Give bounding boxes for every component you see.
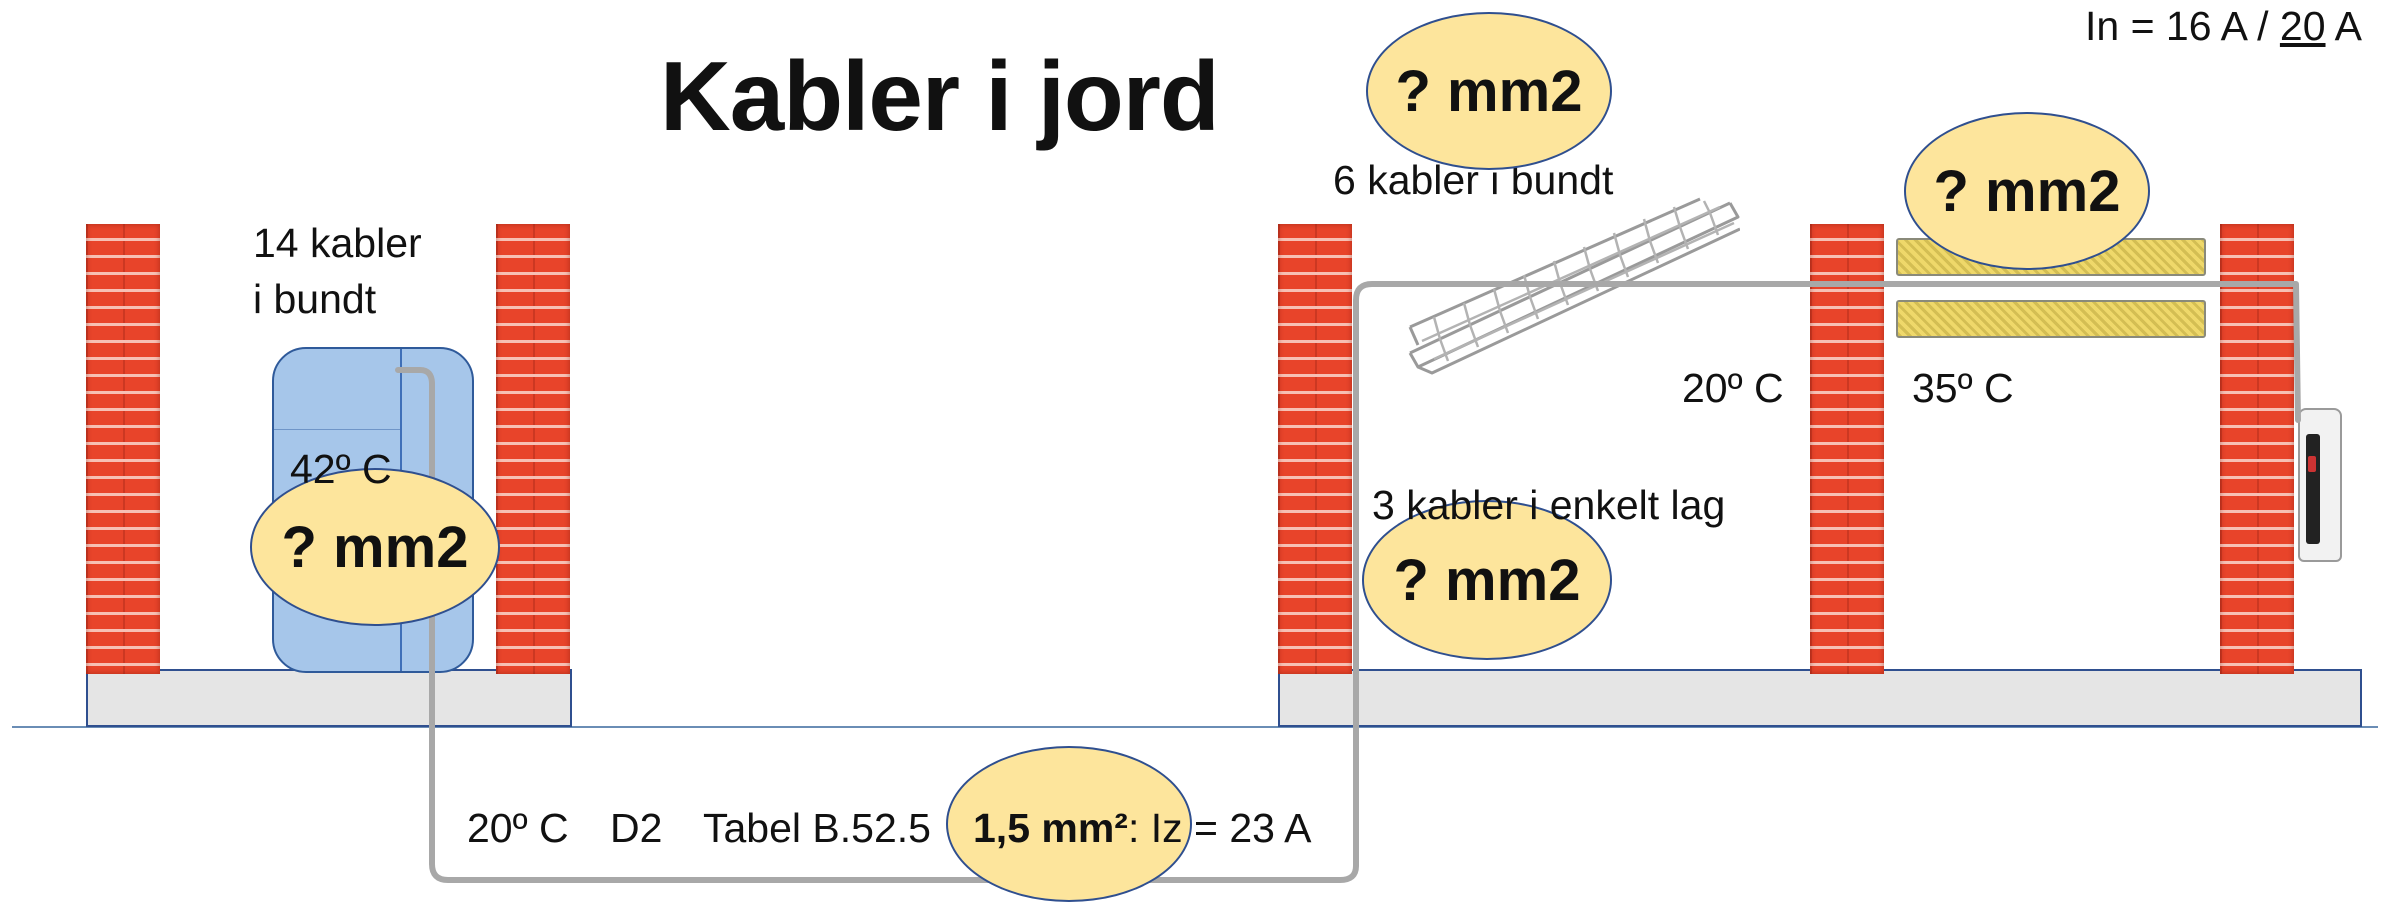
room-temperature: 20º C [1682,365,1784,411]
rated-current-underlined: 20 [2279,3,2326,49]
ev-charger-icon [2298,408,2342,562]
right-wall-far [2220,224,2294,674]
rated-current-suffix: A [2325,3,2362,49]
ground-result-current: : Iz = 23 A [1127,805,1312,851]
ground-result-size: 1,5 mm² [973,805,1128,851]
tank-line [274,429,400,430]
rated-current-prefix: In = 16 A / [2084,3,2280,49]
insulation-panel-icon [1896,300,2206,338]
ground-line [12,726,2378,728]
charger-led [2308,456,2316,472]
table-reference: Tabel B.52.5 [703,805,931,851]
tank-temperature: 42º C [290,446,392,492]
right-wall-outer [1278,224,1352,674]
left-floor-slab [86,669,572,727]
ground-result: 1,5 mm²: Iz = 23 A [973,808,1311,849]
bubble-tank: ? mm2 [250,468,500,626]
installation-method: D2 [610,805,663,851]
single-layer-label: 3 kabler i enkelt lag [1372,482,1726,528]
left-cable-count: 14 kabler [253,220,422,266]
left-cable-bundle: i bundt [253,276,377,322]
page-title: Kabler i jord [660,41,1220,151]
cable-tray-icon [1408,197,1740,375]
insulated-temperature: 35º C [1912,365,2014,411]
left-wall-outer [86,224,160,674]
bubble-insulated: ? mm2 [1904,112,2150,270]
ground-temperature: 20º C [467,805,569,851]
bubble-single-layer: ? mm2 [1362,500,1612,660]
bubble-bundle: ? mm2 [1366,12,1612,170]
left-wall-inner [496,224,570,674]
rated-current: In = 16 A / 20 A [2085,6,2362,47]
right-wall-middle [1810,224,1884,674]
